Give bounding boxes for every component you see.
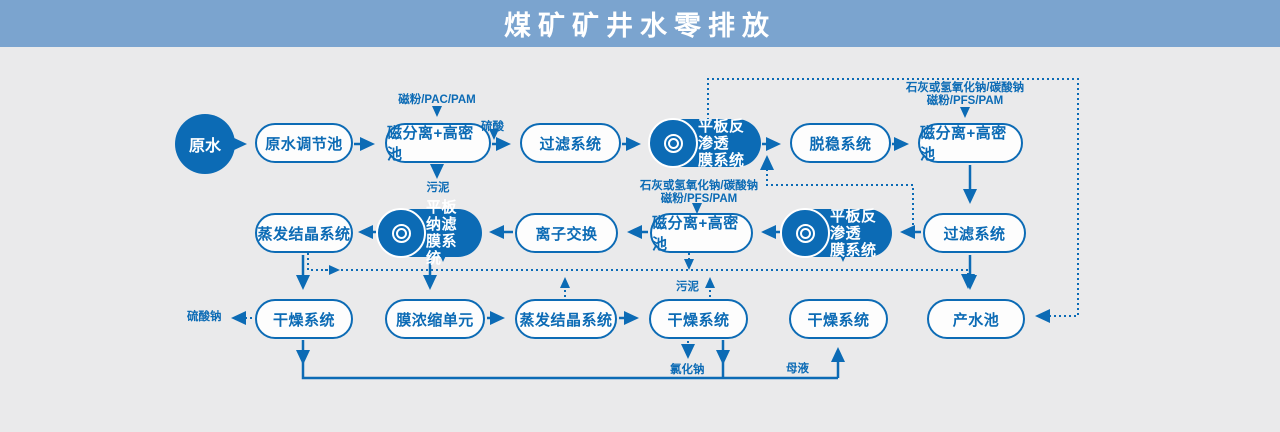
label-sludge-1: 污泥 (426, 182, 450, 194)
node-label: 原水调节池 (265, 135, 343, 153)
node-label: 干燥系统 (272, 311, 335, 329)
node-label: 膜系统 (830, 241, 877, 259)
node-evaporation-crystallization-2: 蒸发结晶系统 (515, 299, 617, 339)
node-product-water-pool: 产水池 (927, 299, 1025, 339)
page-title: 煤矿矿井水零排放 (504, 11, 776, 41)
node-label: 蒸发结晶系统 (257, 225, 351, 243)
node-label: 过滤系统 (943, 225, 1006, 243)
label-lime-dosing-2: 石灰或氢氧化钠/碳酸钠 磁粉/PFS/PAM (639, 180, 759, 205)
node-magnetic-separation-1: 磁分离+高密池 (385, 123, 491, 163)
label-sulfuric-acid: 硫酸 (481, 121, 504, 133)
node-label: 磁分离+高密池 (920, 125, 1007, 163)
membrane-disc-icon (780, 208, 830, 258)
node-drying-system-2: 干燥系统 (649, 299, 748, 339)
node-raw-water: 原水 (175, 114, 235, 174)
node-label: 产水池 (952, 311, 1000, 329)
node-label: 过滤系统 (539, 135, 602, 153)
node-raw-water-adjust-tank: 原水调节池 (255, 123, 353, 163)
node-label: 磁分离+高密池 (652, 215, 739, 253)
node-flat-ro-membrane-1: 平板反渗透 膜系统 (648, 117, 761, 169)
node-label: 磁分离+高密池 (387, 125, 474, 163)
node-label: 平板纳滤 (426, 199, 458, 233)
label-sodium-sulfate: 硫酸钠 (187, 311, 222, 323)
node-drying-system-3: 干燥系统 (789, 299, 888, 339)
label-magnetic-powder-pac-pam: 磁粉/PAC/PAM (398, 94, 476, 106)
node-label: 平板反渗透 (830, 207, 877, 242)
node-magnetic-separation-2: 磁分离+高密池 (918, 123, 1023, 163)
node-label: 蒸发结晶系统 (519, 311, 613, 329)
title-banner: 煤矿矿井水零排放 (0, 0, 1280, 47)
node-label: 干燥系统 (807, 311, 870, 329)
label-mother-liquor: 母液 (786, 363, 809, 375)
dotted-flow-lines (231, 78, 1079, 359)
membrane-disc-icon (648, 118, 698, 168)
node-label: 膜系统 (426, 233, 458, 267)
node-label: 干燥系统 (667, 311, 730, 329)
node-magnetic-separation-3: 磁分离+高密池 (650, 213, 753, 253)
node-destabilization-system: 脱稳系统 (790, 123, 891, 163)
node-label: 平板反渗透 (698, 117, 745, 152)
node-label: 脱稳系统 (809, 135, 872, 153)
node-ion-exchange: 离子交换 (515, 213, 618, 253)
label-sludge-2: 污泥 (676, 281, 699, 293)
node-evaporation-crystallization-1: 蒸发结晶系统 (255, 213, 353, 253)
node-filter-system-1: 过滤系统 (520, 123, 621, 163)
label-lime-dosing-1: 石灰或氢氧化钠/碳酸钠 磁粉/PFS/PAM (905, 82, 1025, 107)
node-filter-system-2: 过滤系统 (923, 213, 1026, 253)
node-label: 膜浓缩单元 (396, 311, 474, 329)
node-label: 原水 (188, 138, 221, 155)
node-membrane-concentration-unit: 膜浓缩单元 (385, 299, 485, 339)
node-label: 膜系统 (698, 151, 745, 169)
node-flat-ro-membrane-2: 平板反渗透 膜系统 (780, 207, 892, 259)
solid-flow-arrows (232, 137, 977, 380)
node-flat-nf-membrane: 平板纳滤 膜系统 (376, 199, 482, 267)
node-drying-system-1: 干燥系统 (255, 299, 353, 339)
membrane-disc-icon (376, 208, 426, 258)
node-label: 离子交换 (535, 225, 598, 243)
label-sodium-chloride: 氯化钠 (670, 364, 705, 376)
